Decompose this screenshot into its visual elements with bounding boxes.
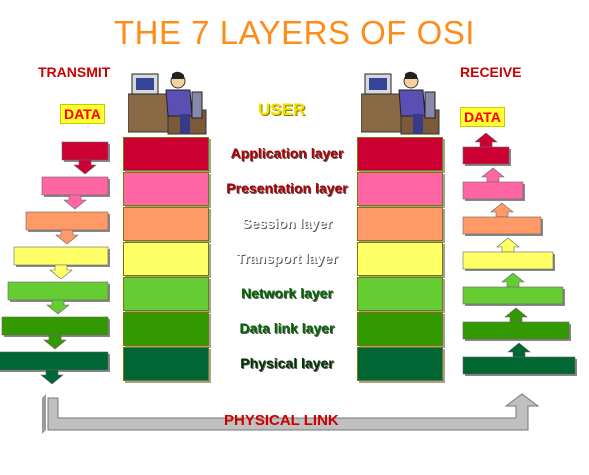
layer-3-label: Session layer <box>241 215 333 231</box>
physical-link-band <box>42 393 540 434</box>
receiver-stack-layer-3 <box>357 207 443 241</box>
transmit-arrow-layer-3 <box>25 211 110 245</box>
receive-data-badge: DATA <box>460 107 505 127</box>
receive-label: RECEIVE <box>460 64 522 80</box>
transmit-label: TRANSMIT <box>38 64 111 80</box>
transmit-data-badge: DATA <box>60 104 105 124</box>
layer-7-label: Physical layer <box>240 355 334 371</box>
transmit-arrow-layer-7 <box>0 351 110 385</box>
receiver-stack-layer-1 <box>357 137 443 171</box>
computer-user-icon <box>128 71 207 135</box>
diagram-title: THE 7 LAYERS OF OSI <box>114 14 475 51</box>
sender-stack-layer-7 <box>123 347 209 381</box>
layer-1-label: Application layer <box>230 145 344 161</box>
receiver-stack-layer-5 <box>357 277 443 311</box>
receive-arrow-layer-3 <box>462 203 543 236</box>
user-label: USER <box>258 100 306 119</box>
transmit-arrow-layer-2 <box>41 176 110 210</box>
sender-stack-layer-3 <box>123 207 209 241</box>
layer-6-label: Data link layer <box>239 320 335 336</box>
transmit-arrow-layer-1 <box>61 141 110 175</box>
receive-arrow-layer-7 <box>462 343 577 376</box>
transmit-arrow-layer-6 <box>1 316 110 350</box>
physical-link-label: PHYSICAL LINK <box>224 412 339 429</box>
receiver-stack-layer-2 <box>357 172 443 206</box>
receiver-stack-layer-7 <box>357 347 443 381</box>
sender-stack-layer-4 <box>123 242 209 276</box>
sender-stack-layer-1 <box>123 137 209 171</box>
transmit-arrow-layer-4 <box>13 246 110 280</box>
sender-stack-layer-6 <box>123 312 209 346</box>
receive-arrow-layer-1 <box>462 133 511 166</box>
layer-4-label: Transport layer <box>236 250 338 266</box>
receiver-stack-layer-4 <box>357 242 443 276</box>
sender-stack-layer-5 <box>123 277 209 311</box>
receive-arrow-layer-6 <box>462 308 571 341</box>
layer-5-label: Network layer <box>241 285 333 301</box>
receive-arrow-layer-5 <box>462 273 565 306</box>
receive-arrow-layer-2 <box>462 168 525 201</box>
computer-user-icon <box>361 71 440 135</box>
layer-2-label: Presentation layer <box>226 180 348 196</box>
receiver-stack-layer-6 <box>357 312 443 346</box>
receive-arrow-layer-4 <box>462 238 555 271</box>
transmit-arrow-layer-5 <box>7 281 110 315</box>
sender-stack-layer-2 <box>123 172 209 206</box>
